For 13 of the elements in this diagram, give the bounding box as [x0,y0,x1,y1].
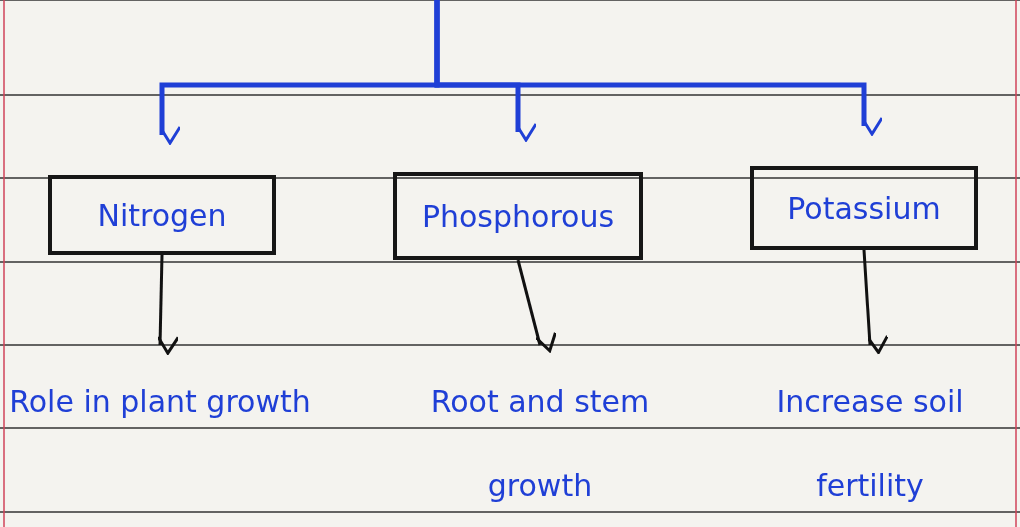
element-box [48,175,276,255]
element-name: Potassium [787,190,941,226]
arrow [156,254,180,355]
element-name: Phosphorous [421,198,615,234]
element-box [750,166,978,250]
element-box [393,172,643,260]
arrow [516,259,557,353]
arrow [434,0,884,136]
note-text: Root and stem growth [380,360,700,527]
arrow [862,249,889,354]
element-name: Nitrogen [97,197,227,233]
note-text: Role in plant growth [0,360,320,527]
note-text: Increase soil fertility [720,360,1020,527]
